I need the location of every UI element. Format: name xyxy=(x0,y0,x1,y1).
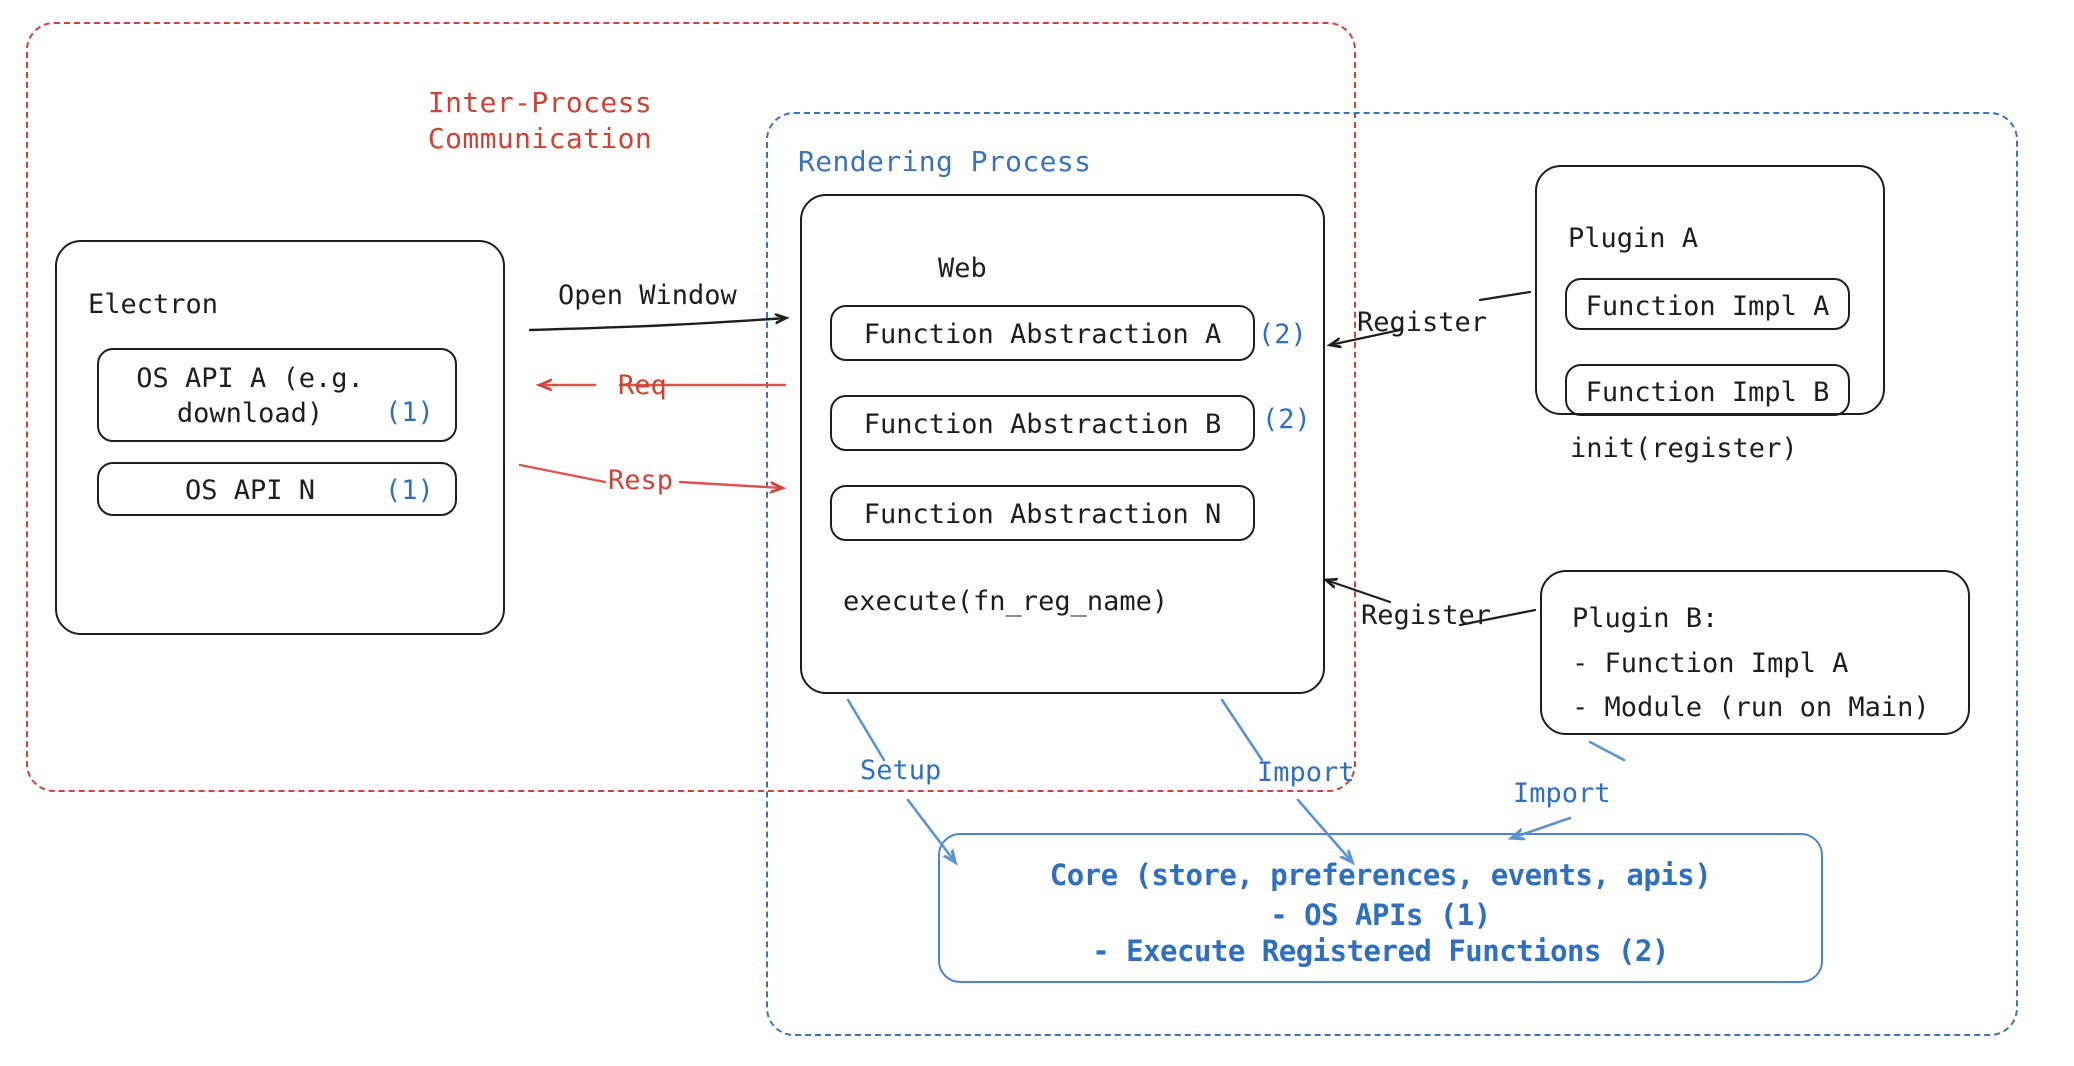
function-impl-a-box[interactable] xyxy=(1565,278,1850,330)
region-inter-process-communication xyxy=(26,22,1356,792)
region-title-ipc: Inter-Process Communication xyxy=(427,86,653,155)
electron-title: Electron xyxy=(88,289,219,320)
arrow-label-open-window: Open Window xyxy=(558,280,737,311)
function-impl-b-label: Function Impl B xyxy=(1585,377,1830,408)
function-abstraction-a-tag: (2) xyxy=(1258,319,1307,350)
arrow-label-register-a: Register xyxy=(1357,307,1488,338)
web-box[interactable] xyxy=(800,194,1325,694)
function-abstraction-n-label: Function Abstraction N xyxy=(863,499,1222,530)
function-abstraction-b-label: Function Abstraction B xyxy=(863,409,1222,440)
plugin-b-line-2: - Module (run on Main) xyxy=(1572,692,1930,723)
core-line-0: Core (store, preferences, events, apis) xyxy=(1049,858,1712,892)
region-rendering-process xyxy=(766,112,2018,1036)
os-api-a-tag: (1) xyxy=(385,397,434,428)
function-abstraction-n-box[interactable] xyxy=(830,485,1255,541)
arrow-label-req: Req xyxy=(618,370,667,401)
arrow-label-register-b: Register xyxy=(1361,600,1492,631)
arrow-label-import-plugin-b: Import xyxy=(1513,778,1611,809)
core-line-1: - OS APIs (1) xyxy=(1270,898,1491,932)
os-api-a-label: OS API A (e.g. download) xyxy=(136,363,364,429)
arrow-label-resp: Resp xyxy=(608,465,674,496)
arrow-label-import-web: Import xyxy=(1257,757,1355,788)
function-impl-b-box[interactable] xyxy=(1565,364,1850,416)
function-abstraction-b-box[interactable] xyxy=(830,395,1255,451)
plugin-b-line-1: - Function Impl A xyxy=(1572,648,1849,679)
os-api-a-box[interactable] xyxy=(97,348,457,442)
core-line-2: - Execute Registered Functions (2) xyxy=(1092,934,1669,968)
plugin-b-line-0: Plugin B: xyxy=(1572,603,1719,634)
web-execute-label: execute(fn_reg_name) xyxy=(843,586,1169,617)
plugin-a-init-label: init(register) xyxy=(1570,433,1798,464)
os-api-n-tag: (1) xyxy=(385,475,434,506)
plugin-a-title: Plugin A xyxy=(1568,223,1699,254)
os-api-n-label: OS API N xyxy=(184,475,316,506)
plugin-b-box[interactable] xyxy=(1540,570,1970,735)
function-abstraction-a-label: Function Abstraction A xyxy=(863,319,1222,350)
web-title: Web xyxy=(938,253,987,284)
region-title-rendering-process: Rendering Process xyxy=(798,145,1092,178)
os-api-n-box[interactable] xyxy=(97,462,457,516)
core-box[interactable] xyxy=(938,833,1823,983)
function-abstraction-a-box[interactable] xyxy=(830,305,1255,361)
arrow-label-setup: Setup xyxy=(860,755,942,786)
function-abstraction-b-tag: (2) xyxy=(1262,404,1311,435)
function-impl-a-label: Function Impl A xyxy=(1585,291,1830,322)
electron-box[interactable] xyxy=(55,240,505,635)
